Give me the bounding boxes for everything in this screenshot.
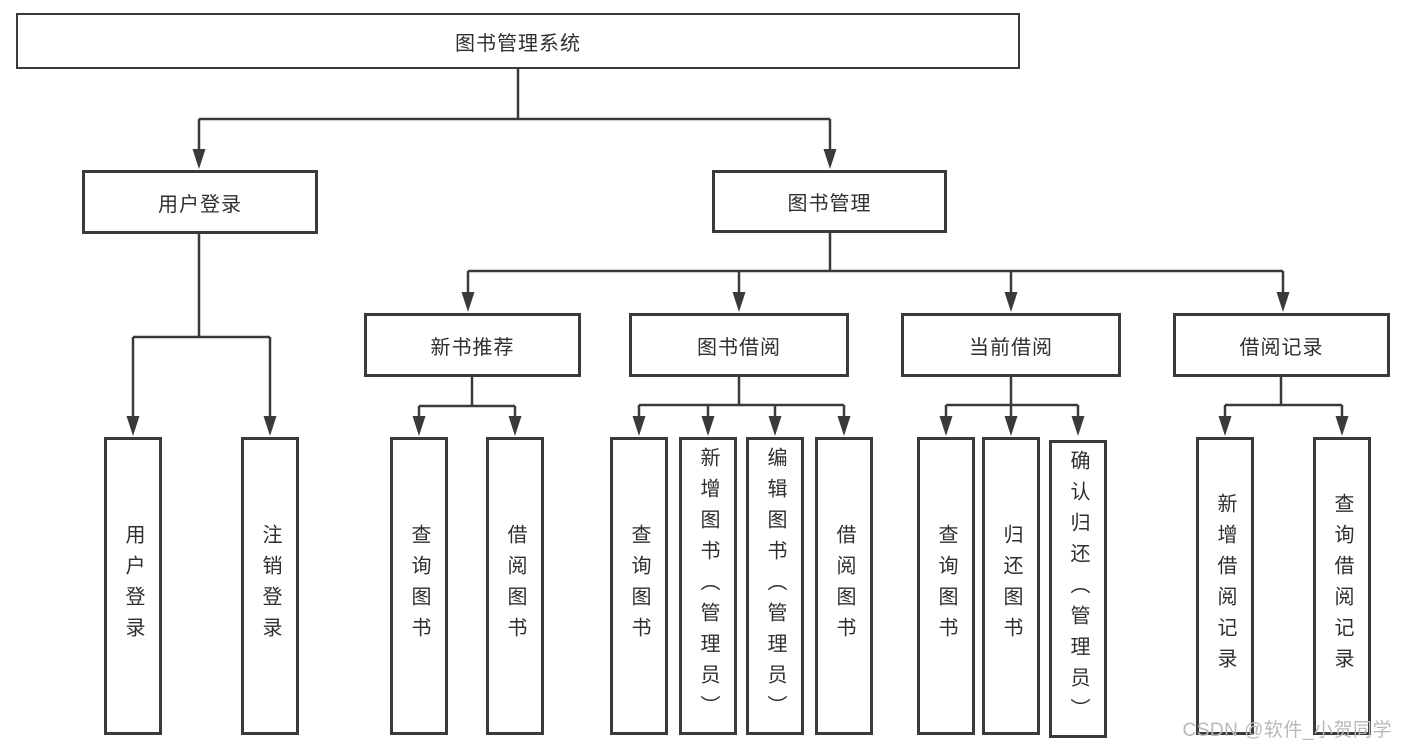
arrow-to-borrowing <box>732 292 746 312</box>
arrow-newbook-borrow <box>508 416 522 436</box>
arrow-borrowing-query <box>632 416 646 436</box>
leaf-borrowing-borrow-books-label: 借阅图书 <box>833 524 855 648</box>
connector-user-login-children <box>131 234 272 419</box>
leaf-borrowing-query-books: 查询图书 <box>610 437 668 735</box>
leaf-current-query-books: 查询图书 <box>917 437 975 735</box>
arrow-to-user-login <box>192 149 206 169</box>
leaf-newbook-borrow-books: 借阅图书 <box>486 437 544 735</box>
arrow-borrowing-edit <box>768 416 782 436</box>
arrow-to-book-management <box>823 149 837 169</box>
arrow-to-logout <box>263 416 277 436</box>
leaf-logout: 注销登录 <box>241 437 299 735</box>
node-book-borrowing: 图书借阅 <box>629 313 849 377</box>
connector-book-management-children <box>466 233 1285 296</box>
arrow-to-current <box>1004 292 1018 312</box>
node-root: 图书管理系统 <box>16 13 1020 69</box>
arrow-current-confirm <box>1071 416 1085 436</box>
leaf-borrowing-add-books-admin: 新增图书（管理员） <box>679 437 737 735</box>
leaf-records-add-record-label: 新增借阅记录 <box>1214 493 1236 679</box>
arrow-to-records <box>1276 292 1290 312</box>
node-current-borrowing: 当前借阅 <box>901 313 1121 377</box>
arrow-to-new-book <box>461 292 475 312</box>
leaf-borrowing-add-books-admin-label: 新增图书（管理员） <box>697 446 719 726</box>
connector-new-book-children <box>417 377 517 420</box>
leaf-current-query-books-label: 查询图书 <box>935 524 957 648</box>
node-new-book-recommend: 新书推荐 <box>364 313 581 377</box>
connector-records-children <box>1223 377 1344 420</box>
leaf-current-return-books-label: 归还图书 <box>1000 524 1022 648</box>
node-borrowing-records: 借阅记录 <box>1173 313 1390 377</box>
leaf-records-query-record: 查询借阅记录 <box>1313 437 1371 735</box>
csdn-watermark: CSDN @软件_小贺同学 <box>1182 720 1392 741</box>
leaf-borrowing-edit-books-admin-label: 编辑图书（管理员） <box>764 446 786 726</box>
node-book-management: 图书管理 <box>712 170 947 233</box>
leaf-records-add-record: 新增借阅记录 <box>1196 437 1254 735</box>
arrow-newbook-query <box>412 416 426 436</box>
leaf-current-confirm-return-admin-label: 确认归还（管理员） <box>1067 449 1089 729</box>
connector-borrowing-children <box>637 377 846 420</box>
leaf-newbook-query-books: 查询图书 <box>390 437 448 735</box>
arrow-current-query <box>939 416 953 436</box>
leaf-logout-label: 注销登录 <box>259 524 281 648</box>
connector-root-to-level2 <box>197 69 832 152</box>
leaf-current-confirm-return-admin: 确认归还（管理员） <box>1049 440 1107 738</box>
arrow-records-query <box>1335 416 1349 436</box>
leaf-borrowing-borrow-books: 借阅图书 <box>815 437 873 735</box>
leaf-current-return-books: 归还图书 <box>982 437 1040 735</box>
arrow-to-login <box>126 416 140 436</box>
connector-current-children <box>944 377 1080 420</box>
arrow-borrowing-borrow <box>837 416 851 436</box>
arrow-borrowing-add <box>701 416 715 436</box>
arrow-records-add <box>1218 416 1232 436</box>
leaf-borrowing-query-books-label: 查询图书 <box>628 524 650 648</box>
leaf-user-login: 用户登录 <box>104 437 162 735</box>
arrow-current-return <box>1004 416 1018 436</box>
leaf-newbook-borrow-books-label: 借阅图书 <box>504 524 526 648</box>
leaf-user-login-label: 用户登录 <box>122 524 144 648</box>
leaf-borrowing-edit-books-admin: 编辑图书（管理员） <box>746 437 804 735</box>
leaf-records-query-record-label: 查询借阅记录 <box>1331 493 1353 679</box>
leaf-newbook-query-books-label: 查询图书 <box>408 524 430 648</box>
node-user-login: 用户登录 <box>82 170 318 234</box>
